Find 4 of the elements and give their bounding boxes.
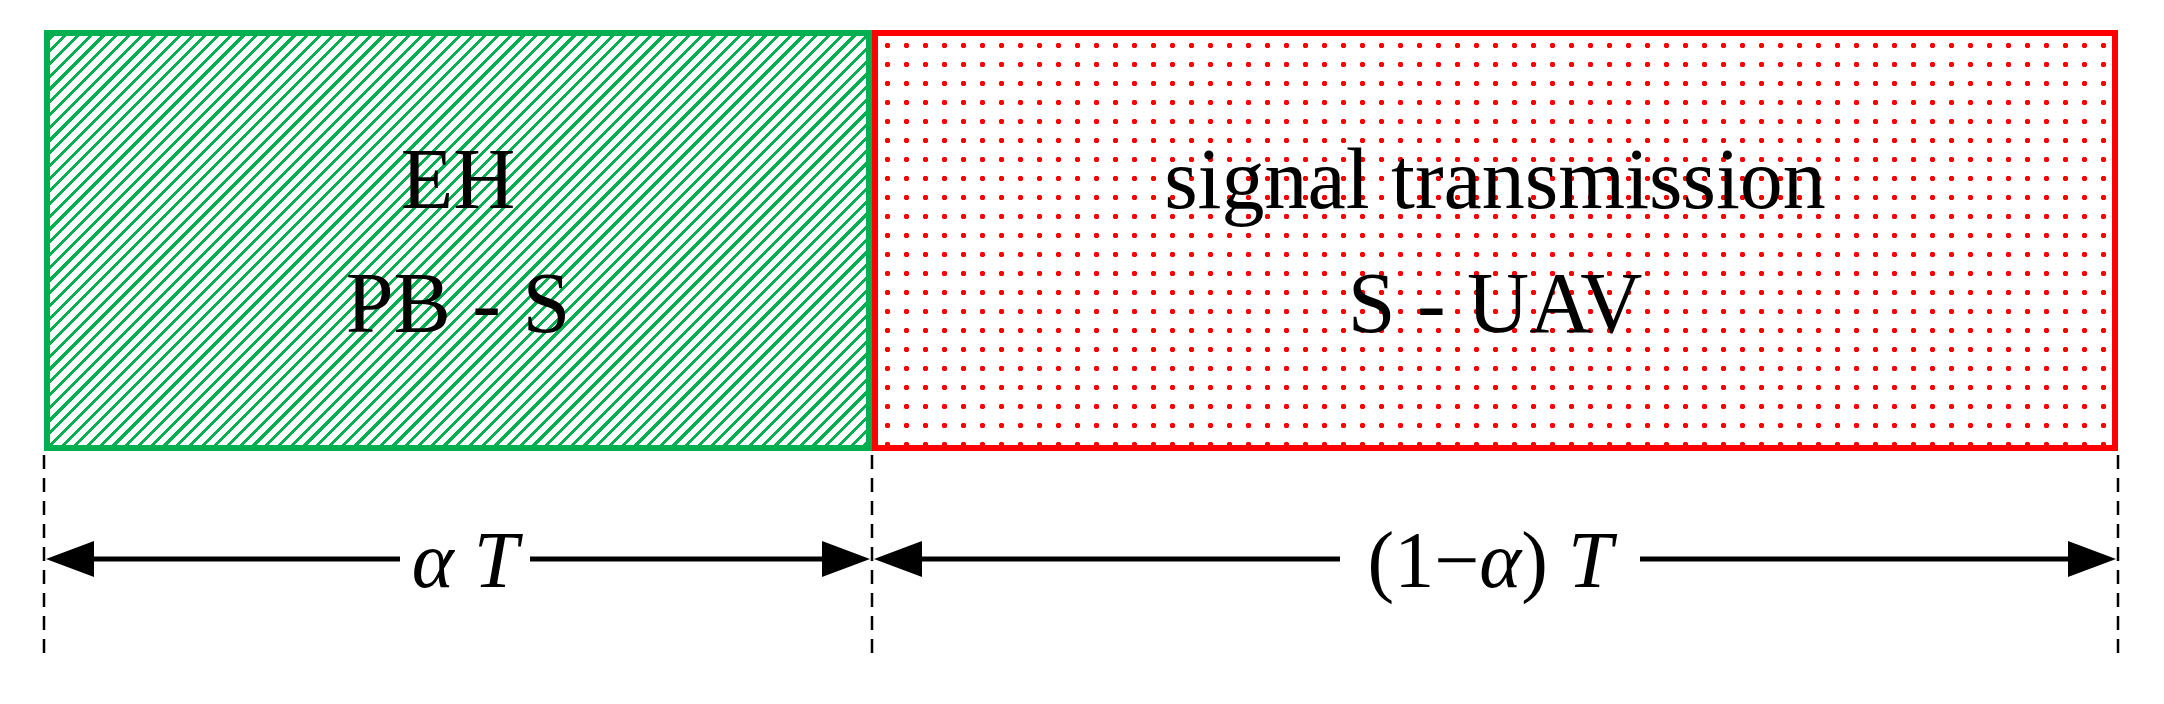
phase-box [44,30,872,451]
phase-label: S - UAV [1347,253,1643,353]
phase-label: signal transmission [1164,129,1826,229]
phase-box [872,30,2118,451]
